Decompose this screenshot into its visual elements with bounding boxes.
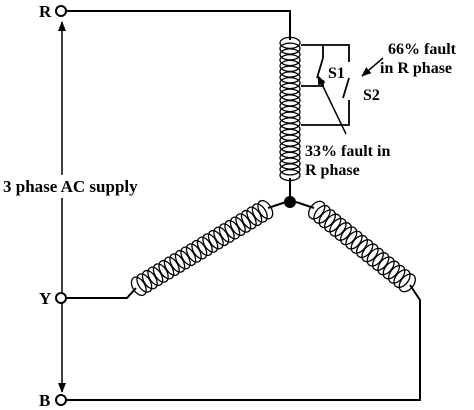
- coil-r-phase: [279, 36, 301, 182]
- coil-turn: [350, 234, 369, 254]
- coil-turn: [207, 229, 224, 250]
- b-coil-to-neutral-lead: [295, 201, 315, 209]
- coil-turn: [393, 269, 411, 289]
- neutral-point: [284, 196, 296, 208]
- coil-b-phase: [307, 200, 417, 293]
- coil-turn: [366, 247, 385, 267]
- coil-turn: [202, 233, 219, 253]
- tap-wire-top: [301, 44, 350, 62]
- switch-s1-blade: [316, 57, 324, 79]
- coil-turn: [334, 222, 353, 241]
- tap-wire-bottom: [301, 100, 350, 126]
- coil-turn: [398, 273, 417, 293]
- b-line-wire: [67, 284, 421, 401]
- fault66-label-line1: 66% fault: [388, 41, 457, 58]
- supply-wiring: [66, 10, 421, 401]
- coil-turn: [185, 243, 202, 263]
- coil-turn: [224, 219, 241, 240]
- coil-turn: [361, 243, 379, 263]
- terminal-r: [55, 5, 67, 17]
- coil-turn: [279, 163, 301, 176]
- coil-turn: [318, 209, 337, 229]
- coil-turn: [174, 249, 191, 270]
- coil-turn: [235, 213, 252, 233]
- coil-turn: [345, 230, 363, 250]
- coil-turn: [240, 209, 257, 230]
- coil-turn: [158, 259, 175, 280]
- y-line-wire: [67, 287, 137, 299]
- fault33-label-line2: R phase: [305, 162, 360, 179]
- y-coil-to-neutral-lead: [267, 201, 287, 209]
- supply-label: 3 phase AC supply: [3, 177, 138, 196]
- terminal-b: [55, 394, 67, 406]
- coil-turn: [382, 260, 401, 280]
- coil-turn: [191, 239, 208, 260]
- switch-s2-label: S2: [363, 87, 380, 104]
- switch-s2-blade: [342, 77, 350, 99]
- terminals: [55, 5, 67, 406]
- r-line-wire: [66, 10, 291, 40]
- coil-turn: [136, 273, 153, 293]
- coil-turn: [251, 203, 268, 223]
- coil-turn: [141, 269, 158, 290]
- coil-turn: [377, 256, 395, 276]
- fault66-label-line2: in R phase: [380, 60, 452, 77]
- fault33-arrow: [317, 75, 347, 135]
- fault-switch-network: [301, 44, 350, 126]
- coil-turn: [169, 253, 186, 273]
- coil-turn: [152, 263, 169, 283]
- terminal-r-label: R: [39, 2, 52, 21]
- coil-turn: [329, 217, 347, 237]
- coil-y-phase: [130, 199, 274, 297]
- terminal-y-label: Y: [39, 289, 51, 308]
- coil-turn: [313, 204, 331, 224]
- fault33-label-line1: 33% fault in: [305, 143, 390, 160]
- terminal-y: [55, 292, 67, 304]
- fault66-arrow: [361, 57, 384, 77]
- terminal-b-label: B: [39, 391, 50, 410]
- switch-s1-label: S1: [328, 65, 345, 82]
- coil-turn: [218, 223, 235, 243]
- annotation-arrows: [317, 57, 384, 135]
